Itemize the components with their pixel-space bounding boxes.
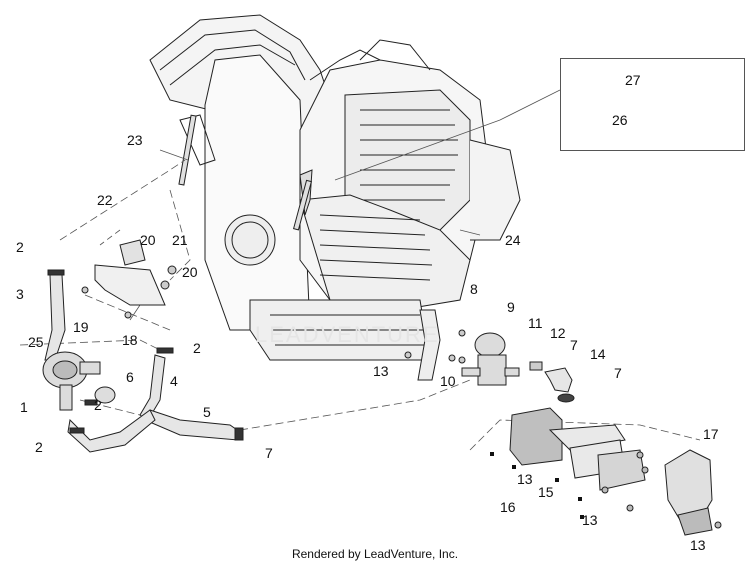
callout-1: 1 [20,399,28,415]
callout-7c: 7 [614,365,622,381]
callout-15: 15 [538,484,554,500]
rod-24 [292,179,312,231]
hose-3 [44,274,66,361]
callout-12: 12 [550,325,566,341]
clamps [47,269,244,441]
callout-2d: 2 [35,439,43,455]
bracket-18 [81,239,177,319]
callout-10: 10 [440,373,456,389]
callout-11: 11 [528,315,543,331]
small-parts-right [404,329,575,403]
callout-6: 6 [126,369,134,385]
callout-7a: 7 [265,445,273,461]
callout-14: 14 [590,346,606,362]
callout-5: 5 [203,404,211,420]
callout-23: 23 [127,132,143,148]
callout-25: 25 [28,334,44,350]
callout-21: 21 [172,232,188,248]
callout-20b: 20 [182,264,198,280]
callout-13c: 13 [582,512,598,528]
inset-box [560,58,745,151]
callout-24: 24 [505,232,521,248]
callout-26: 26 [612,112,628,128]
callout-2b: 2 [193,340,201,356]
callout-27: 27 [625,72,641,88]
callout-18: 18 [122,332,138,348]
cover-17 [664,449,722,536]
callout-13a: 13 [373,363,389,379]
hose-4 [139,354,166,421]
callout-19: 19 [73,319,89,335]
valve-11 [461,332,520,386]
callout-2a: 2 [16,239,24,255]
callout-7b: 7 [570,337,578,353]
callout-9: 9 [507,299,515,315]
bullet-markers [490,452,584,519]
callout-8: 8 [470,281,478,297]
callout-16: 16 [500,499,516,515]
bracket-8 [417,309,441,381]
callout-13d: 13 [690,537,706,553]
callout-22: 22 [97,192,113,208]
cooler-16 [509,407,649,512]
callout-4: 4 [170,373,178,389]
hose-5 [67,409,241,453]
footer-credit: Rendered by LeadVenture, Inc. [291,547,459,561]
engine-block [149,14,521,361]
rod-23 [178,114,197,186]
callout-17: 17 [703,426,719,442]
callout-13b: 13 [517,471,533,487]
callout-20a: 20 [140,232,156,248]
callout-2c: 2 [94,397,102,413]
valve-1 [42,351,101,411]
cap-6 [94,386,116,404]
watermark: LEADVENTURE [255,322,440,347]
callout-3: 3 [16,286,24,302]
